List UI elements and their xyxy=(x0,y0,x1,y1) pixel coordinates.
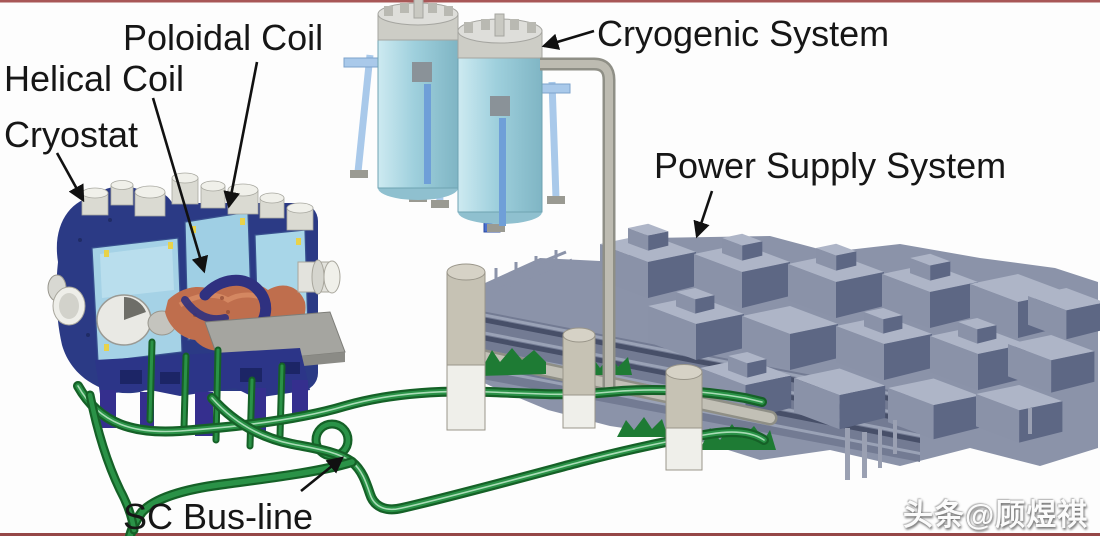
top-ports xyxy=(81,172,314,231)
label-cryostat: Cryostat xyxy=(4,114,138,155)
label-poloidal-coil: Poloidal Coil xyxy=(123,17,323,58)
callout-lines xyxy=(55,29,714,493)
cryo-tank-2 xyxy=(457,13,543,226)
fusion-device xyxy=(47,172,346,436)
cryogenic-system-pointer xyxy=(541,29,595,50)
label-cryogenic-system: Cryogenic System xyxy=(597,13,889,54)
truss xyxy=(487,250,573,294)
label-sc-bus-line: SC Bus-line xyxy=(123,496,313,536)
pillar-1 xyxy=(446,263,486,431)
pillar-2 xyxy=(562,327,596,429)
cryogenic-tanks xyxy=(343,0,616,392)
poloidal-coil-pointer xyxy=(223,61,259,209)
cryo-tank-1 xyxy=(377,0,459,200)
bottom-frame-line xyxy=(0,533,1100,536)
label-helical-coil: Helical Coil xyxy=(4,58,184,99)
power-supply-pointer xyxy=(693,190,714,239)
cryostat-pointer xyxy=(55,152,85,203)
label-power-supply-system: Power Supply System xyxy=(654,145,1006,186)
pillar-3 xyxy=(665,364,703,471)
top-frame-line xyxy=(0,0,1100,3)
watermark: 头条@顾煜祺 xyxy=(903,499,1089,532)
sc-bus-line-pointer xyxy=(300,456,344,493)
pillars xyxy=(446,263,703,471)
cryo-pipe xyxy=(540,57,616,392)
helical-coil-pointer xyxy=(151,97,209,274)
power-supply-building xyxy=(452,220,1100,480)
hanging-pipes xyxy=(845,408,1032,480)
